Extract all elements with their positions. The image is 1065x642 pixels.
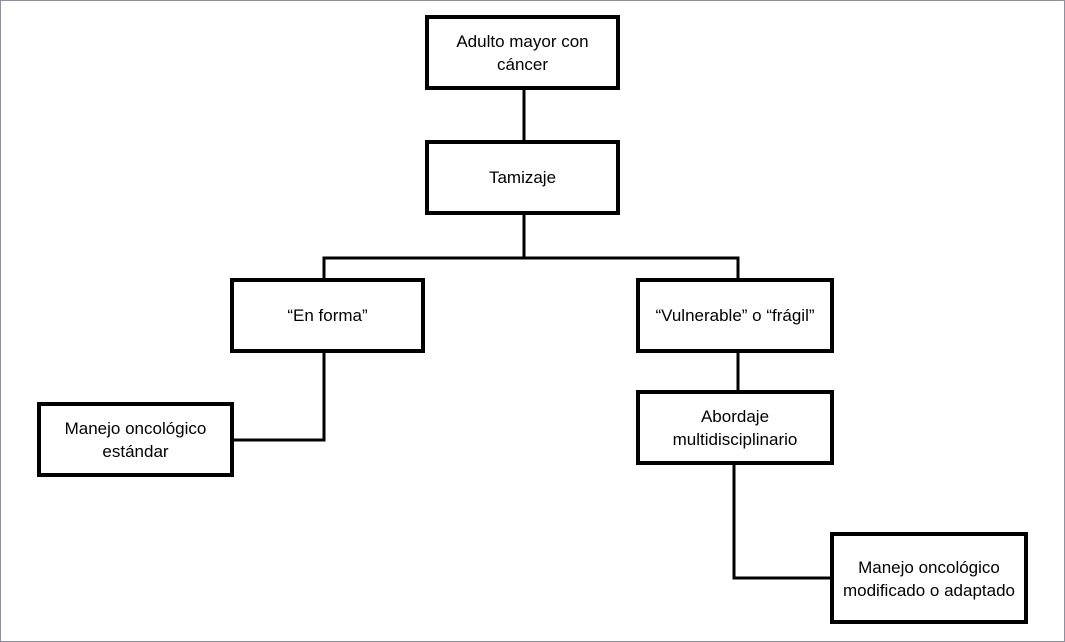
node-screening: Tamizaje: [425, 140, 620, 215]
node-older-adult-cancer: Adulto mayor con cáncer: [425, 15, 620, 90]
node-standard-management: Manejo oncológico estándar: [37, 402, 234, 477]
node-label: Abordaje multidisciplinario: [672, 406, 798, 449]
node-label: “En forma”: [287, 306, 368, 325]
node-fit: “En forma”: [230, 278, 425, 353]
node-label: Adulto mayor con cáncer: [456, 31, 589, 74]
node-label: Manejo oncológico estándar: [64, 418, 207, 461]
node-vulnerable-frail: “Vulnerable” o “frágil”: [636, 278, 834, 353]
node-modified-management: Manejo oncológico modificado o adaptado: [830, 532, 1028, 624]
edge-fit-standard: [232, 351, 326, 442]
node-label: Tamizaje: [488, 168, 557, 187]
edge-multidisciplinary-modified: [732, 463, 832, 580]
node-multidisciplinary-approach: Abordaje multidisciplinario: [636, 390, 834, 465]
node-label: “Vulnerable” o “frágil”: [655, 306, 815, 325]
node-label: Manejo oncológico modificado o adaptado: [842, 558, 1016, 600]
